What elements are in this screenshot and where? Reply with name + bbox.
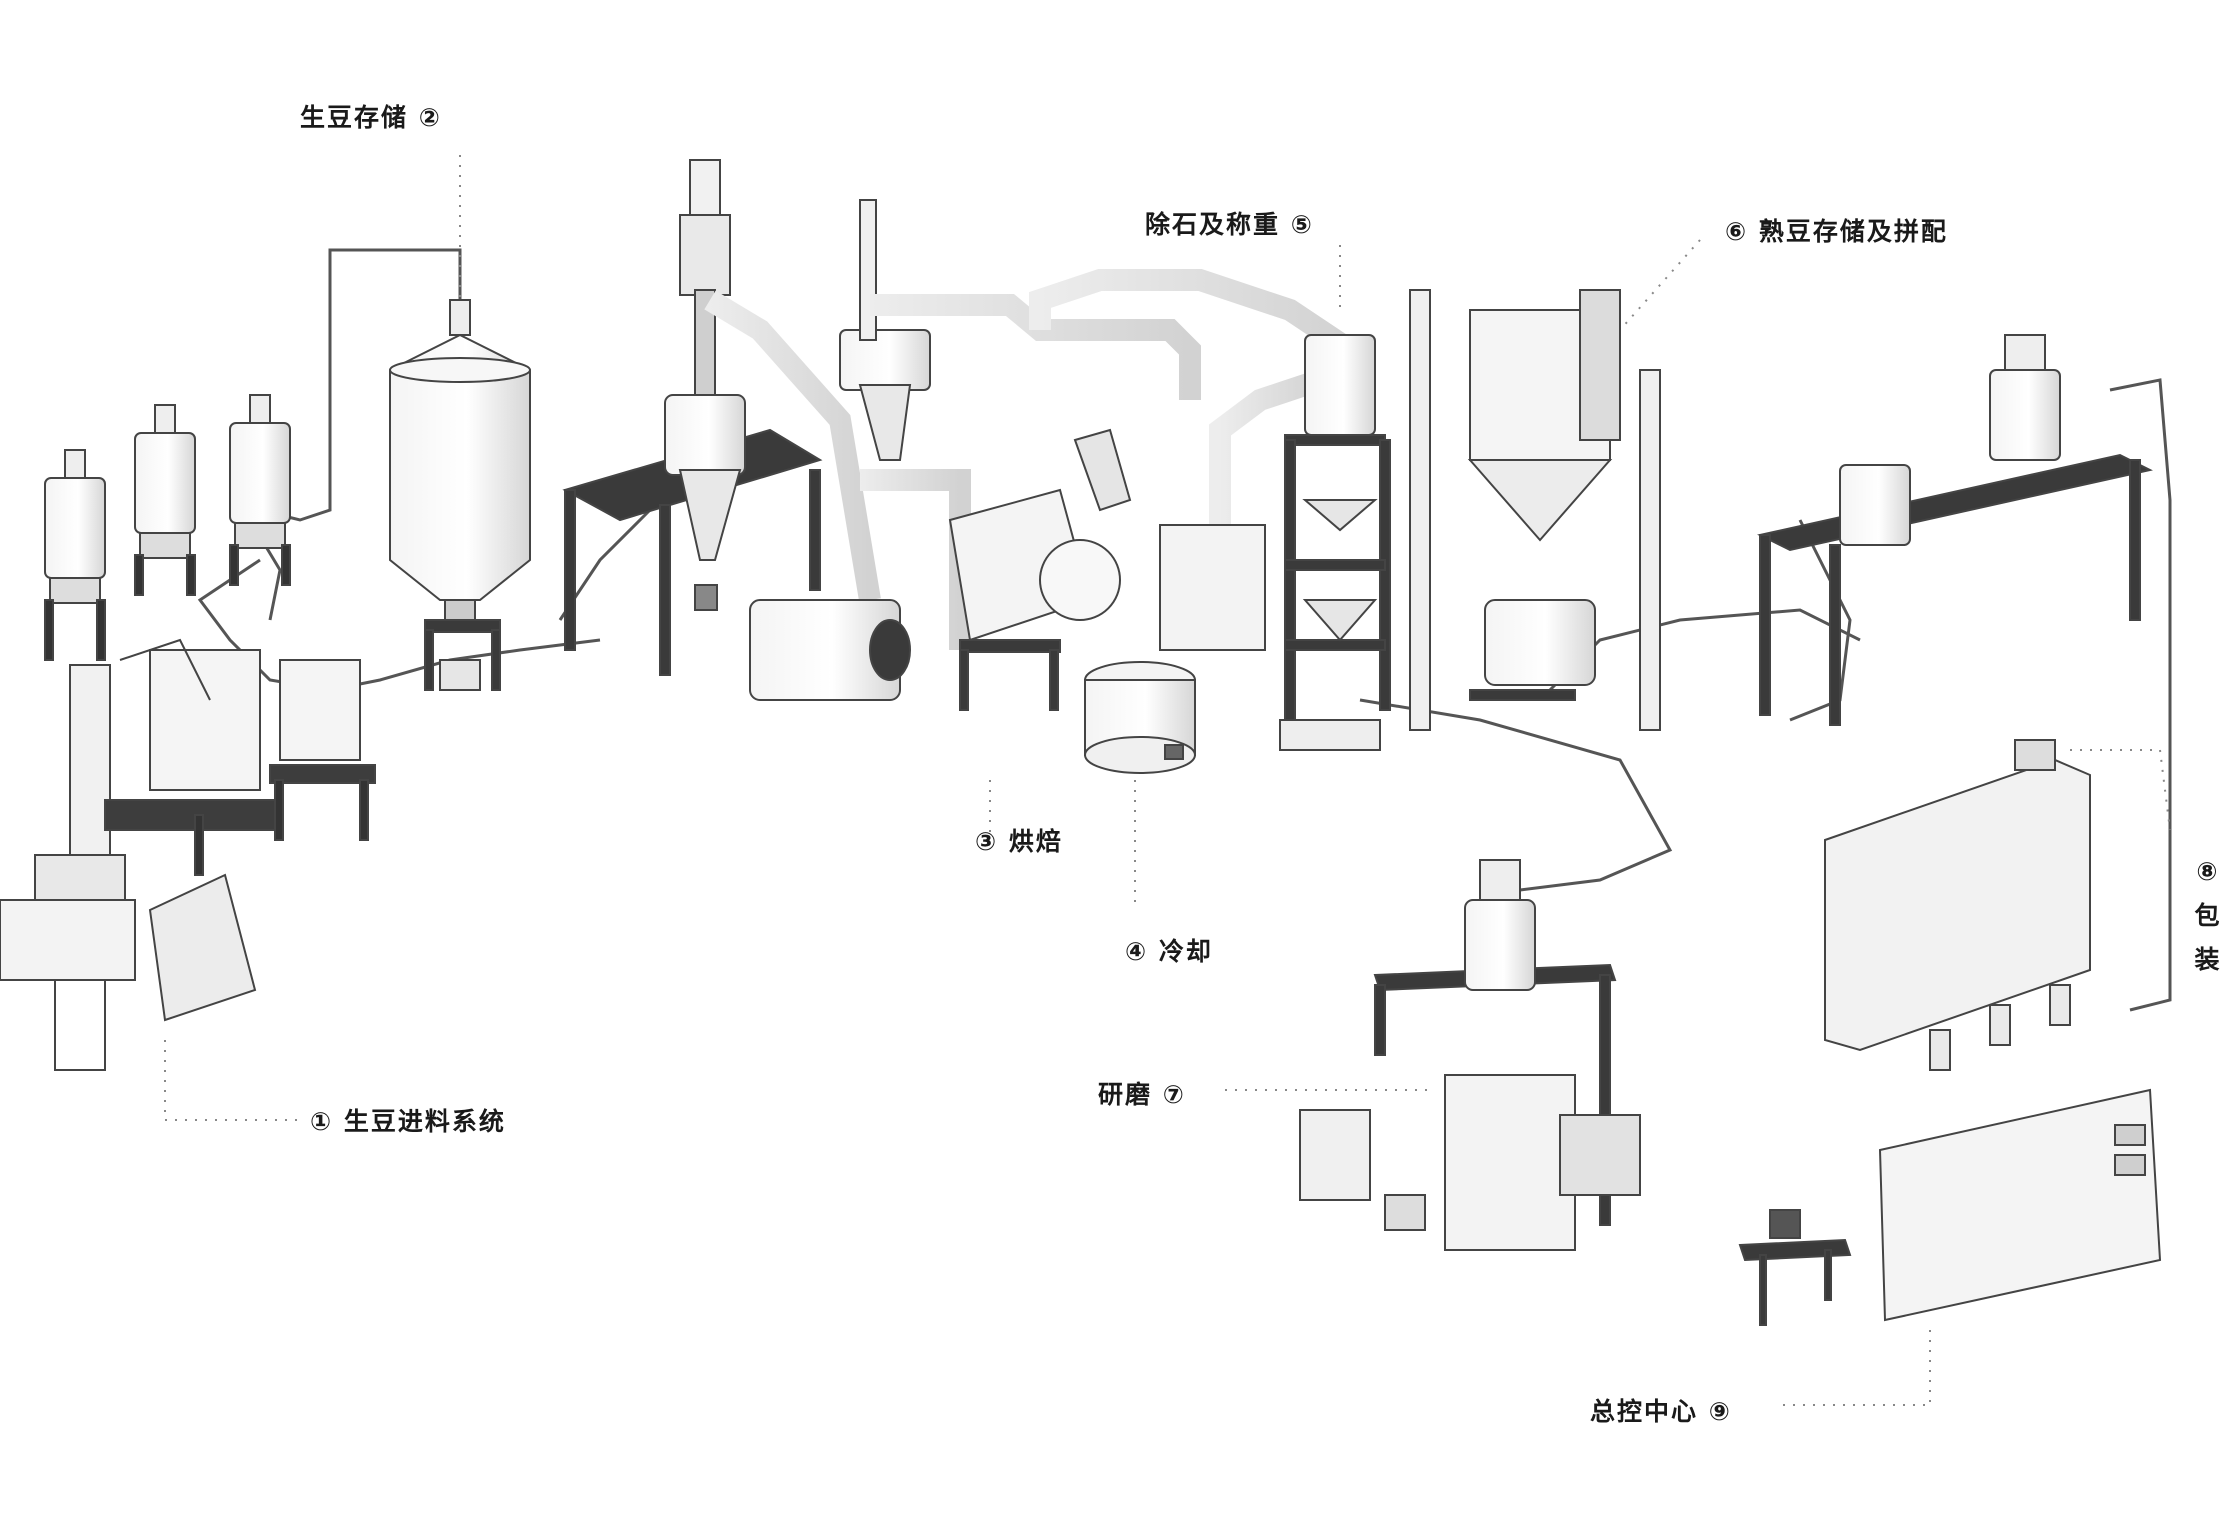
- label-roasted-storage-blending: ⑥ 熟豆存储及拼配: [1725, 217, 1948, 246]
- label-grinding: 研磨 ⑦: [1098, 1080, 1186, 1109]
- label-green-bean-feed: ① 生豆进料系统: [310, 1107, 506, 1136]
- roasted-bean-bins: [1409, 289, 1661, 731]
- label-packaging-num: ⑧: [2196, 857, 2218, 886]
- label-cooling: ④ 冷却: [1125, 937, 1213, 966]
- packaging-line: [1824, 739, 2091, 1071]
- air-ducts: [704, 269, 1357, 650]
- grinder: [1299, 859, 1641, 1251]
- blending-rack: [1757, 334, 2153, 726]
- label-roasting: ③ 烘焙: [975, 827, 1063, 856]
- label-destoning-weighing: 除石及称重 ⑤: [1145, 210, 1314, 239]
- roaster: [749, 428, 1132, 711]
- control-center: [1738, 1088, 2162, 1326]
- leader-lines: [164, 155, 2171, 1406]
- cooler: [1084, 524, 1266, 774]
- green-bean-silo: [389, 299, 531, 691]
- label-green-bean-storage: 生豆存储 ②: [300, 103, 442, 132]
- roaster-platform: [562, 159, 931, 676]
- label-packaging-char2: 装: [2194, 945, 2220, 974]
- feed-system: [0, 638, 376, 1071]
- label-packaging: ⑧ 包 装: [2190, 850, 2220, 982]
- feed-hoppers: [44, 394, 291, 661]
- label-packaging-char1: 包: [2194, 901, 2220, 930]
- label-control-center: 总控中心 ⑨: [1590, 1397, 1732, 1426]
- destoner-tower: [1279, 334, 1391, 751]
